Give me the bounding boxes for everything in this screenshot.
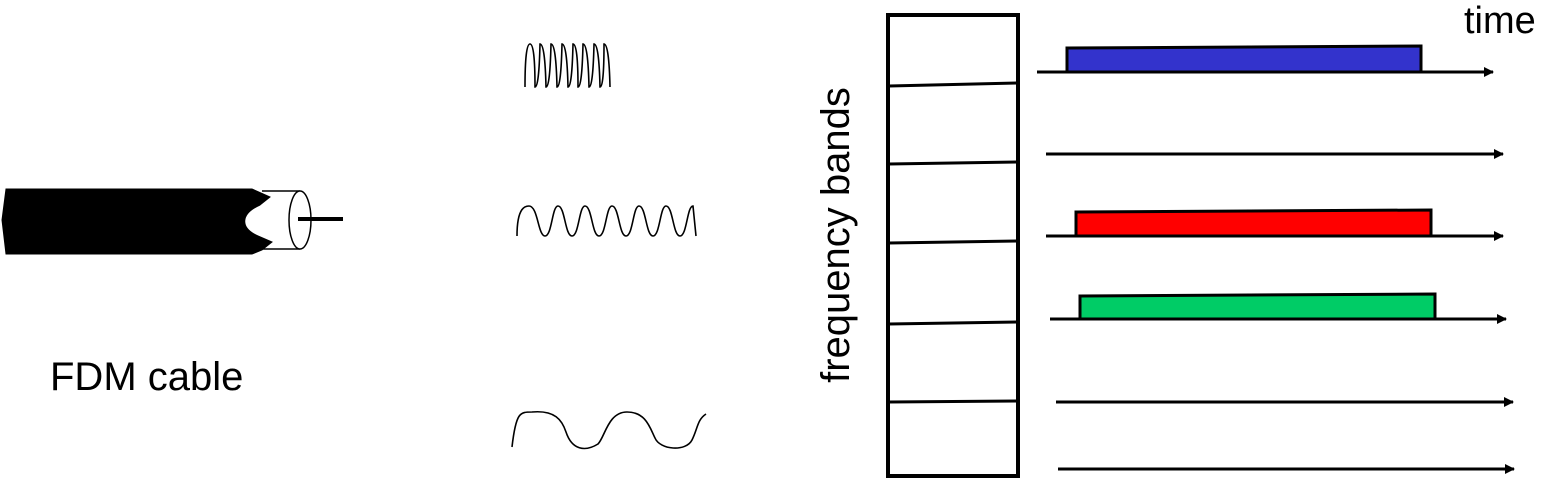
- frequency-axis-label: frequency bands: [814, 87, 858, 383]
- band-divider: [887, 160, 1019, 166]
- time-axis-label: time: [1464, 0, 1536, 42]
- band-signal-blue: [1065, 44, 1423, 74]
- band-signal-red: [1074, 208, 1433, 238]
- mid-frequency-wave-icon: [516, 205, 697, 237]
- time-arrows: [1037, 67, 1515, 474]
- frequency-band-column: [886, 13, 1020, 478]
- band-divider: [887, 399, 1019, 404]
- band-divider: [887, 81, 1019, 88]
- cable-shield: [262, 190, 300, 250]
- low-frequency-wave-icon: [511, 410, 707, 450]
- band-signal-green: [1078, 292, 1437, 321]
- band-divider: [887, 239, 1019, 245]
- cable-label: FDM cable: [50, 355, 244, 399]
- band-column-outline: [886, 13, 1020, 478]
- cable-jacket: [1, 188, 273, 255]
- coaxial-cable-icon: [1, 188, 343, 255]
- band-divider: [887, 320, 1019, 326]
- high-frequency-wave-icon: [524, 43, 611, 88]
